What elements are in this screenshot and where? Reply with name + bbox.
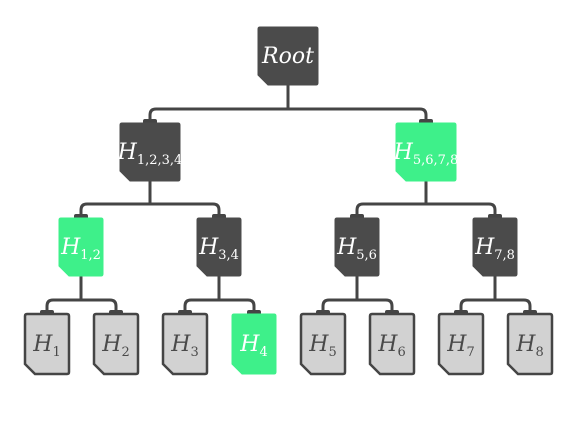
node-h1234-box bbox=[119, 122, 181, 182]
node-h5678-box bbox=[395, 122, 457, 182]
node-h6-label-main: H bbox=[377, 332, 398, 357]
edge-root-bus bbox=[148, 107, 428, 123]
edge-group-h34 bbox=[183, 274, 256, 314]
node-h5678-label-sub: 5,6,7,8 bbox=[413, 153, 458, 168]
node-h6-label: H6 bbox=[377, 332, 405, 360]
edge-h5678-bus bbox=[355, 202, 497, 218]
edge-h78-bus bbox=[459, 298, 532, 314]
node-h1234: H1,2,3,4 bbox=[117, 119, 183, 182]
node-h8: H8 bbox=[506, 310, 554, 376]
node-root-label-main: Root bbox=[261, 44, 314, 69]
node-h56: H5,6 bbox=[334, 214, 380, 277]
node-h1-box bbox=[23, 312, 71, 376]
node-h12-label: H1,2 bbox=[60, 235, 101, 263]
node-h1-label-sub: 1 bbox=[52, 345, 60, 360]
node-root-box bbox=[257, 26, 319, 86]
node-h6-label-sub: 6 bbox=[397, 345, 405, 360]
node-h5-box bbox=[299, 312, 347, 376]
node-h8-label-main: H bbox=[515, 332, 536, 357]
node-h1-label-main: H bbox=[32, 332, 53, 357]
edge-group-h5678 bbox=[355, 179, 497, 218]
node-h6: H6 bbox=[368, 310, 416, 376]
node-h3-label: H3 bbox=[170, 332, 198, 360]
node-h3-label-main: H bbox=[170, 332, 191, 357]
node-h78-label-sub: 7,8 bbox=[494, 248, 515, 263]
edge-h56-bus bbox=[321, 298, 394, 314]
node-h78: H7,8 bbox=[472, 214, 518, 277]
node-h78-box bbox=[472, 217, 518, 277]
node-h8-box bbox=[506, 312, 554, 376]
node-h1-label: H1 bbox=[32, 332, 60, 360]
node-h56-label: H5,6 bbox=[336, 235, 377, 263]
node-h5678: H5,6,7,8 bbox=[393, 119, 459, 182]
node-h4-box bbox=[231, 313, 277, 375]
node-h5: H5 bbox=[299, 310, 347, 376]
tree-edges bbox=[45, 83, 532, 314]
node-h8-label: H8 bbox=[515, 332, 543, 360]
node-h7-label-main: H bbox=[446, 332, 467, 357]
edge-group-root bbox=[148, 83, 428, 123]
node-h5678-label: H5,6,7,8 bbox=[393, 140, 459, 168]
node-h34-label: H3,4 bbox=[198, 235, 239, 263]
edge-group-h78 bbox=[459, 274, 532, 314]
node-h34-label-main: H bbox=[198, 235, 219, 260]
node-h7: H7 bbox=[437, 310, 485, 376]
node-h2: H2 bbox=[92, 310, 140, 376]
node-h4-label-sub: 4 bbox=[259, 345, 267, 360]
node-h2-label-main: H bbox=[101, 332, 122, 357]
node-h3: H3 bbox=[161, 310, 209, 376]
node-h12: H1,2 bbox=[58, 214, 104, 277]
node-h2-label-sub: 2 bbox=[121, 345, 129, 360]
edge-h34-bus bbox=[183, 298, 256, 314]
node-root: Root bbox=[257, 26, 319, 86]
node-h5678-label-main: H bbox=[393, 140, 414, 165]
node-h56-box bbox=[334, 217, 380, 277]
node-h4-label: H4 bbox=[239, 332, 267, 360]
node-h12-label-main: H bbox=[60, 235, 81, 260]
node-h34-box bbox=[196, 217, 242, 277]
node-h8-label-sub: 8 bbox=[535, 345, 543, 360]
node-h34-label-sub: 3,4 bbox=[218, 248, 239, 263]
node-h2-box bbox=[92, 312, 140, 376]
node-h4: H4 bbox=[231, 310, 277, 375]
node-h7-box bbox=[437, 312, 485, 376]
node-h5-label-main: H bbox=[308, 332, 329, 357]
node-h1: H1 bbox=[23, 310, 71, 376]
node-h4-label-main: H bbox=[239, 332, 260, 357]
node-h56-label-sub: 5,6 bbox=[356, 248, 377, 263]
node-h7-label-sub: 7 bbox=[466, 345, 474, 360]
node-h5-label-sub: 5 bbox=[328, 345, 336, 360]
node-h34: H3,4 bbox=[196, 214, 242, 277]
edge-group-h56 bbox=[321, 274, 394, 314]
edge-group-h12 bbox=[45, 274, 118, 314]
node-h7-label: H7 bbox=[446, 332, 474, 360]
node-h12-box bbox=[58, 217, 104, 277]
node-h78-label: H7,8 bbox=[474, 235, 515, 263]
node-h5-label: H5 bbox=[308, 332, 336, 360]
node-h1234-label: H1,2,3,4 bbox=[117, 140, 183, 168]
edge-group-h1234 bbox=[79, 179, 221, 218]
node-h1234-label-main: H bbox=[117, 140, 138, 165]
node-root-label: Root bbox=[261, 44, 314, 69]
node-h3-box bbox=[161, 312, 209, 376]
node-h3-label-sub: 3 bbox=[190, 345, 198, 360]
node-h56-label-main: H bbox=[336, 235, 357, 260]
node-h78-label-main: H bbox=[474, 235, 495, 260]
node-h6-box bbox=[368, 312, 416, 376]
node-h12-label-sub: 1,2 bbox=[80, 248, 101, 263]
edge-h12-bus bbox=[45, 298, 118, 314]
node-h2-label: H2 bbox=[101, 332, 129, 360]
node-h1234-label-sub: 1,2,3,4 bbox=[137, 153, 182, 168]
edge-h1234-bus bbox=[79, 202, 221, 218]
